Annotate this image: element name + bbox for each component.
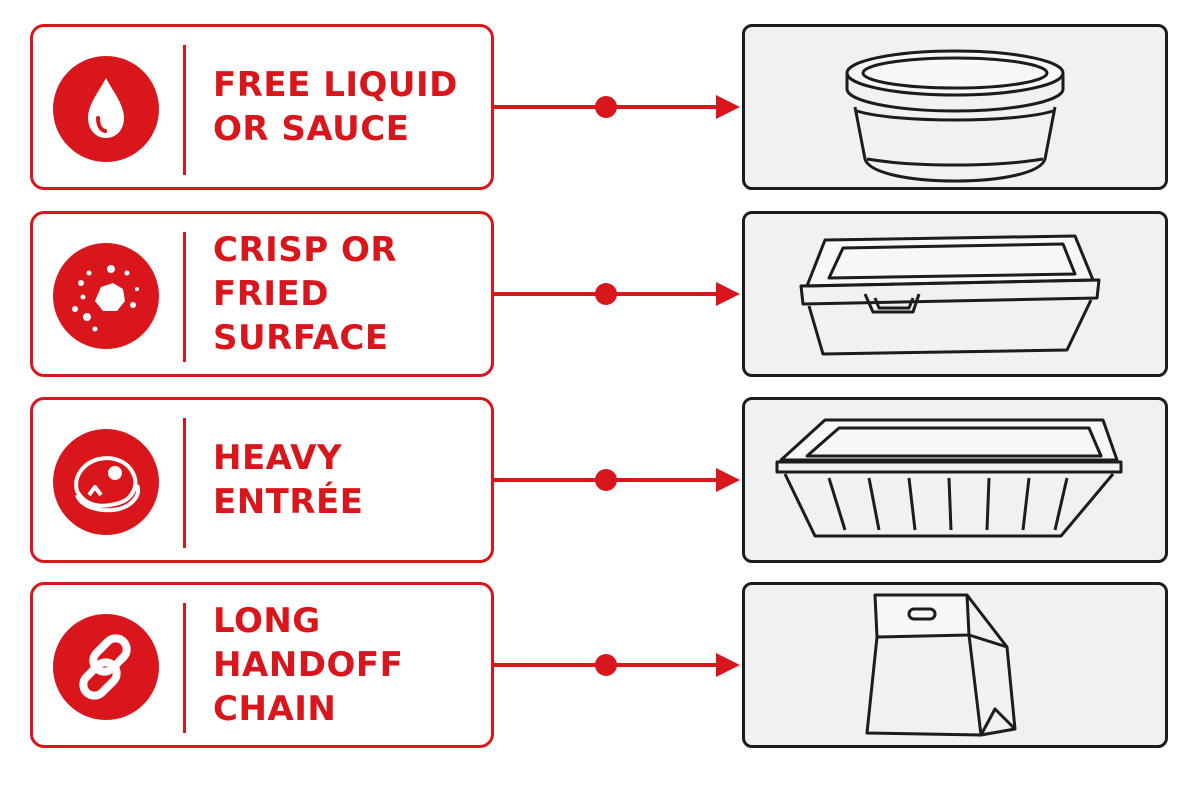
- mapping-row-heavy: HEAVY ENTRÉE: [0, 397, 1200, 565]
- chain-link-icon: [53, 614, 159, 720]
- arrow-connector: [494, 653, 740, 677]
- condition-label: LONG HANDOFF CHAIN: [213, 601, 404, 729]
- vented-clamshell-box-icon: [799, 234, 1101, 356]
- package-card: [742, 24, 1168, 190]
- card-divider: [183, 232, 186, 362]
- card-divider: [183, 45, 186, 175]
- card-divider: [183, 603, 186, 733]
- condition-label: CRISP OR FRIED SURFACE: [213, 230, 398, 358]
- condition-card: CRISP OR FRIED SURFACE: [30, 211, 494, 377]
- package-card: [742, 211, 1168, 377]
- condition-card: LONG HANDOFF CHAIN: [30, 582, 494, 748]
- mapping-row-crisp: CRISP OR FRIED SURFACE: [0, 211, 1200, 379]
- condition-card: HEAVY ENTRÉE: [30, 397, 494, 563]
- arrow-connector: [494, 282, 740, 306]
- mapping-row-liquid: FREE LIQUID OR SAUCE: [0, 24, 1200, 192]
- arrow-connector: [494, 95, 740, 119]
- card-divider: [183, 418, 186, 548]
- package-card: [742, 397, 1168, 563]
- steak-icon: [53, 429, 159, 535]
- mapping-row-handoff: LONG HANDOFF CHAIN: [0, 582, 1200, 750]
- sealed-paper-bag-icon: [865, 593, 1017, 737]
- round-deli-container-icon: [845, 49, 1065, 183]
- condition-card: FREE LIQUID OR SAUCE: [30, 24, 494, 190]
- package-card: [742, 582, 1168, 748]
- condition-label: FREE LIQUID OR SAUCE: [213, 65, 458, 149]
- condition-label: HEAVY ENTRÉE: [213, 438, 364, 522]
- rigid-tray-with-lid-icon: [775, 418, 1123, 538]
- liquid-drop-icon: [53, 56, 159, 162]
- crumbs-icon: [53, 243, 159, 349]
- arrow-connector: [494, 468, 740, 492]
